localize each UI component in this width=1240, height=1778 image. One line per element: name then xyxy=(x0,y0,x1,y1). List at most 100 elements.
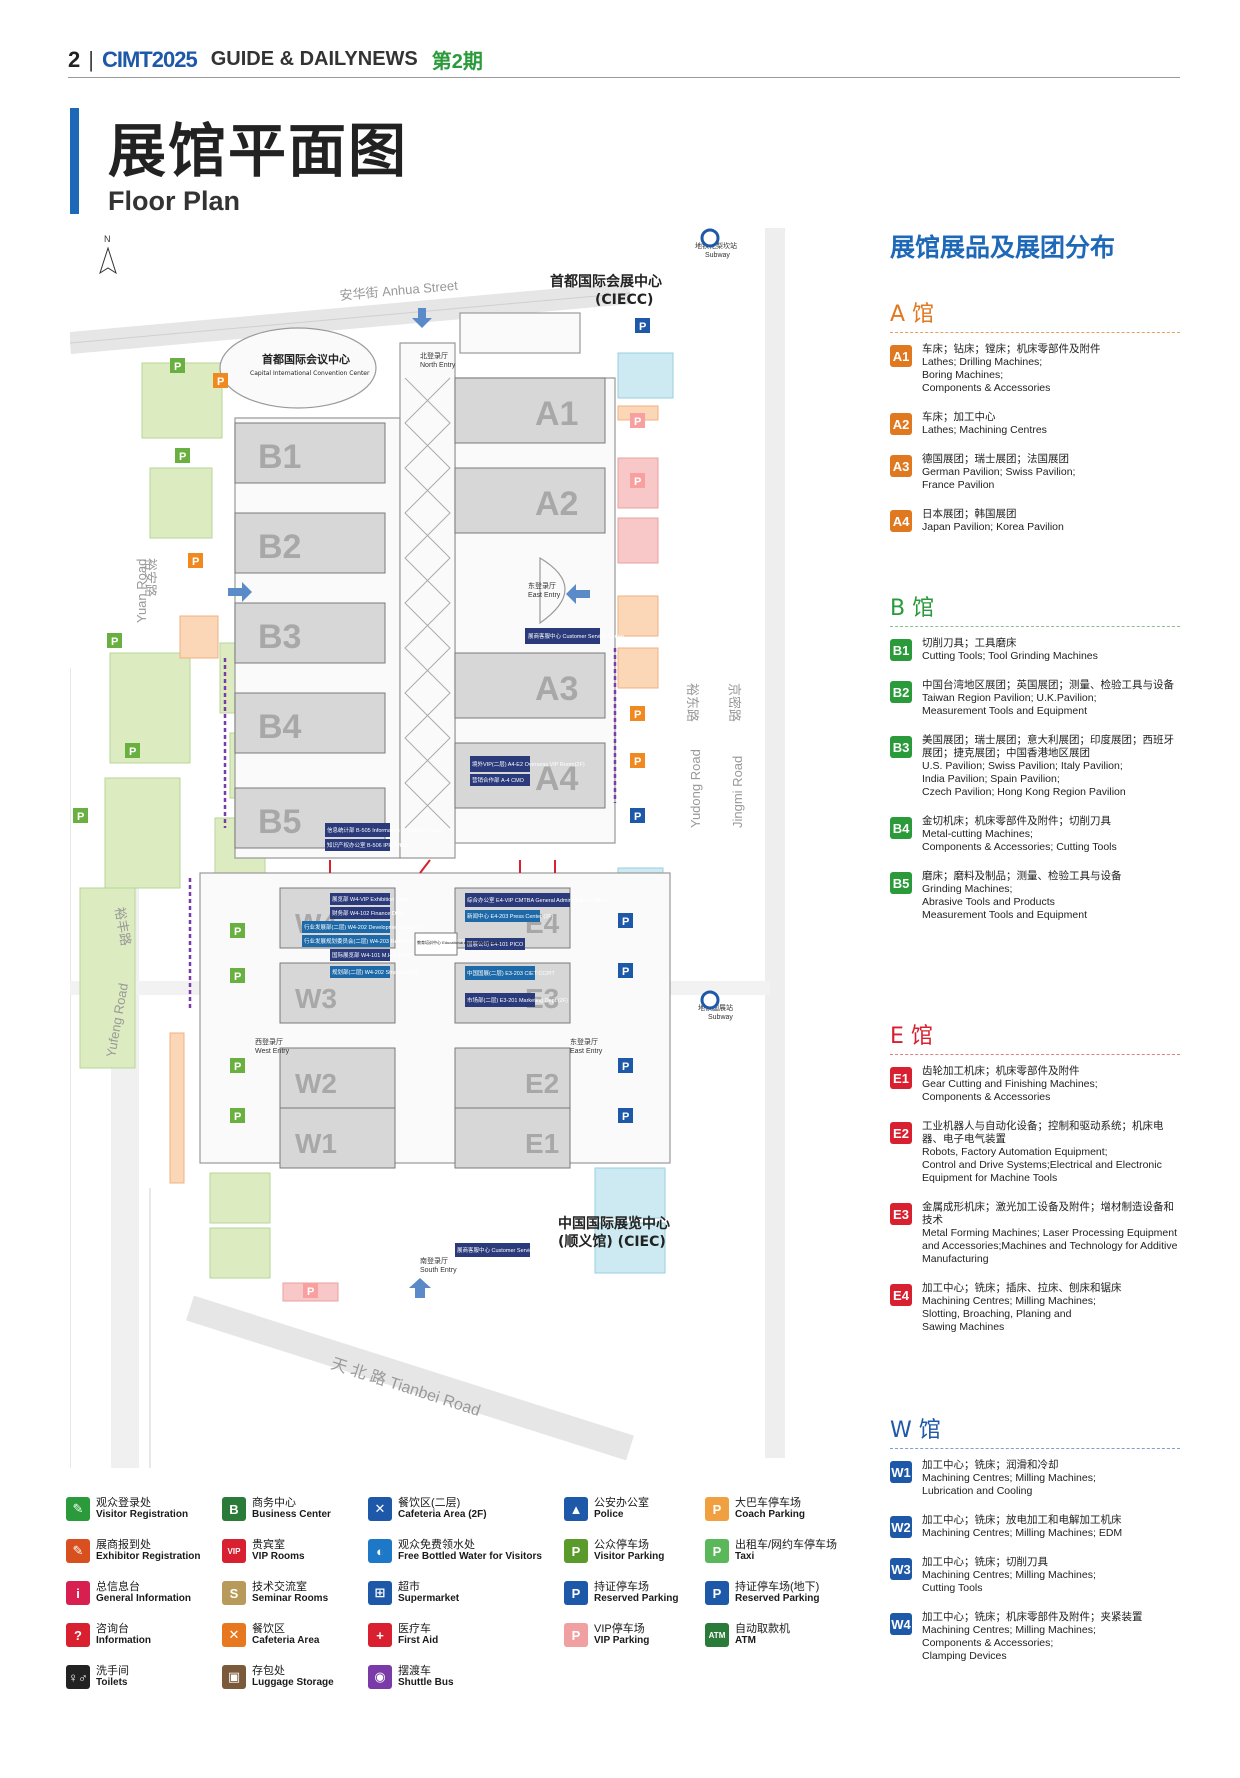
floor-plan-map: A1 A2 A3 A4 B1 B2 B3 B4 B5 W4 W3 W2 W1 E… xyxy=(69,228,840,1468)
callout-e3-mkt: 市场部(二层) E3-201 Marketing Dept.(2F) xyxy=(467,996,568,1004)
legend-label-zh: 洗手间 xyxy=(96,1665,129,1677)
venue-ciecc-zh: 首都国际会展中心 xyxy=(550,273,662,290)
hall-desc-en: and Accessories;Machines and Technology … xyxy=(922,1240,1178,1252)
legend-item: ✕餐饮区(二层)Cafeteria Area (2F) xyxy=(368,1494,558,1524)
label-e2: E2 xyxy=(525,1068,559,1099)
page-subtitle: Floor Plan xyxy=(108,186,241,216)
exhibitor-registration-icon: ✎ xyxy=(66,1539,90,1563)
hall-desc-zh: 加工中心；铣床；切削刀具 xyxy=(922,1556,1048,1568)
legend-label-zh: 餐饮区 xyxy=(252,1623,285,1635)
north-entry-en: North Entry xyxy=(420,362,456,369)
label-a2: A2 xyxy=(535,485,578,523)
hall-tag: E2 xyxy=(890,1122,912,1144)
hall-b4 xyxy=(234,692,386,754)
legend-label-en: Toilets xyxy=(96,1677,128,1688)
hall-desc-en: Components & Accessories xyxy=(922,382,1051,394)
legend-label-en: Supermarket xyxy=(398,1593,460,1604)
legend-label-zh: 公众停车场 xyxy=(594,1539,649,1551)
legend-label-zh: 观众登录处 xyxy=(96,1497,151,1509)
hall-desc-en: Cutting Tools; Tool Grinding Machines xyxy=(922,650,1098,662)
page-number: 2 xyxy=(68,46,81,72)
hall-desc-zh: 加工中心；铣床；插床、拉床、刨床和锯床 xyxy=(922,1282,1122,1294)
legend-label-zh: 医疗车 xyxy=(398,1623,431,1635)
west-entry-en: West Entry xyxy=(255,1048,290,1055)
taxi-icon: P xyxy=(705,1539,729,1563)
legend-label-zh: VIP停车场 xyxy=(594,1623,645,1635)
hall-tag: B1 xyxy=(890,639,912,661)
compass: N xyxy=(99,234,117,275)
legend-label-zh: 超市 xyxy=(398,1581,420,1593)
hall-desc-en: Machining Centres; Milling Machines; xyxy=(922,1295,1096,1307)
entry-arrows xyxy=(228,308,590,1298)
legend-label-en: Taxi xyxy=(735,1551,755,1562)
venue-cicc-zh: 首都国际会议中心 xyxy=(262,352,350,366)
street-yufeng: 裕丰路 xyxy=(112,906,134,947)
callout-w4-rp: 行业发展规划委员会(二层) W4-203 Research & Planning… xyxy=(304,937,467,945)
callout-w4-fin: 财务部 W4-102 Finance Dept. xyxy=(332,909,406,917)
venue-cicc-en: Capital International Convention Center xyxy=(250,370,370,377)
page-title: 展馆平面图 xyxy=(108,117,409,185)
hall-tag: E3 xyxy=(890,1203,912,1225)
cafeteria-2f-icon: ✕ xyxy=(368,1497,392,1521)
hall-desc-en: Lathes; Machining Centres xyxy=(922,424,1047,436)
legend-label-en: Visitor Parking xyxy=(594,1551,665,1562)
venue-ciec-en: (顺义馆) (CIEC) xyxy=(558,1233,666,1250)
street-jingmi: 京密路 xyxy=(727,683,742,722)
hall-tag: B2 xyxy=(890,681,912,703)
hall-desc-zh: 美国展团；瑞士展团；意大利展团；印度展团；西班牙展团；捷克展团；中国香港地区展团 xyxy=(922,734,1174,759)
hall-desc-zh: 工业机器人与自动化设备；控制和驱动系统；机床电器、电子电气装置 xyxy=(922,1120,1164,1145)
hall-desc-en: Lubrication and Cooling xyxy=(922,1485,1033,1497)
hall-desc-zh: 磨床；磨料及制品；测量、检验工具与设备 xyxy=(922,870,1122,882)
legend-label-zh: 公安办公室 xyxy=(594,1497,649,1509)
label-a3: A3 xyxy=(535,670,578,708)
legend-label-en: Seminar Rooms xyxy=(252,1593,329,1604)
label-b2: B2 xyxy=(258,528,301,566)
legend-label-en: Exhibitor Registration xyxy=(96,1551,201,1562)
hall-desc-en: Gear Cutting and Finishing Machines; xyxy=(922,1078,1098,1090)
map-svg: A1 A2 A3 A4 B1 B2 B3 B4 B5 W4 W3 W2 W1 E… xyxy=(69,228,785,1468)
hall-desc-en: Sawing Machines xyxy=(922,1321,1005,1333)
svg-text:P: P xyxy=(307,1286,314,1298)
legend-label-zh: 出租车/网约车停车场 xyxy=(735,1539,838,1551)
legend-label-zh: 咨询台 xyxy=(96,1623,129,1635)
hall-desc-en: Boring Machines; xyxy=(922,369,1004,381)
legend-label-en: Free Bottled Water for Visitors xyxy=(398,1551,542,1562)
label-w3: W3 xyxy=(295,983,337,1014)
legend-label-en: First Aid xyxy=(398,1635,439,1646)
hall-desc-en: Manufacturing xyxy=(922,1253,989,1265)
toilets-icon: ♀♂ xyxy=(66,1665,90,1689)
street-yudong: 裕东路 xyxy=(685,683,700,722)
legend-label-en: Business Center xyxy=(252,1509,331,1520)
legend-text: 餐饮区(二层)Cafeteria Area (2F) xyxy=(398,1497,487,1521)
svg-text:P: P xyxy=(622,1061,629,1073)
hall-tag: W2 xyxy=(890,1516,912,1538)
east-entry2-en: East Entry xyxy=(570,1048,603,1055)
legend-label-zh: 自动取款机 xyxy=(735,1623,790,1635)
hall-desc-en: Machining Centres; Milling Machines; xyxy=(922,1472,1096,1484)
visitor-parking-icon: P xyxy=(564,1539,588,1563)
hall-b5 xyxy=(234,787,386,849)
hall-tag: W3 xyxy=(890,1558,912,1580)
